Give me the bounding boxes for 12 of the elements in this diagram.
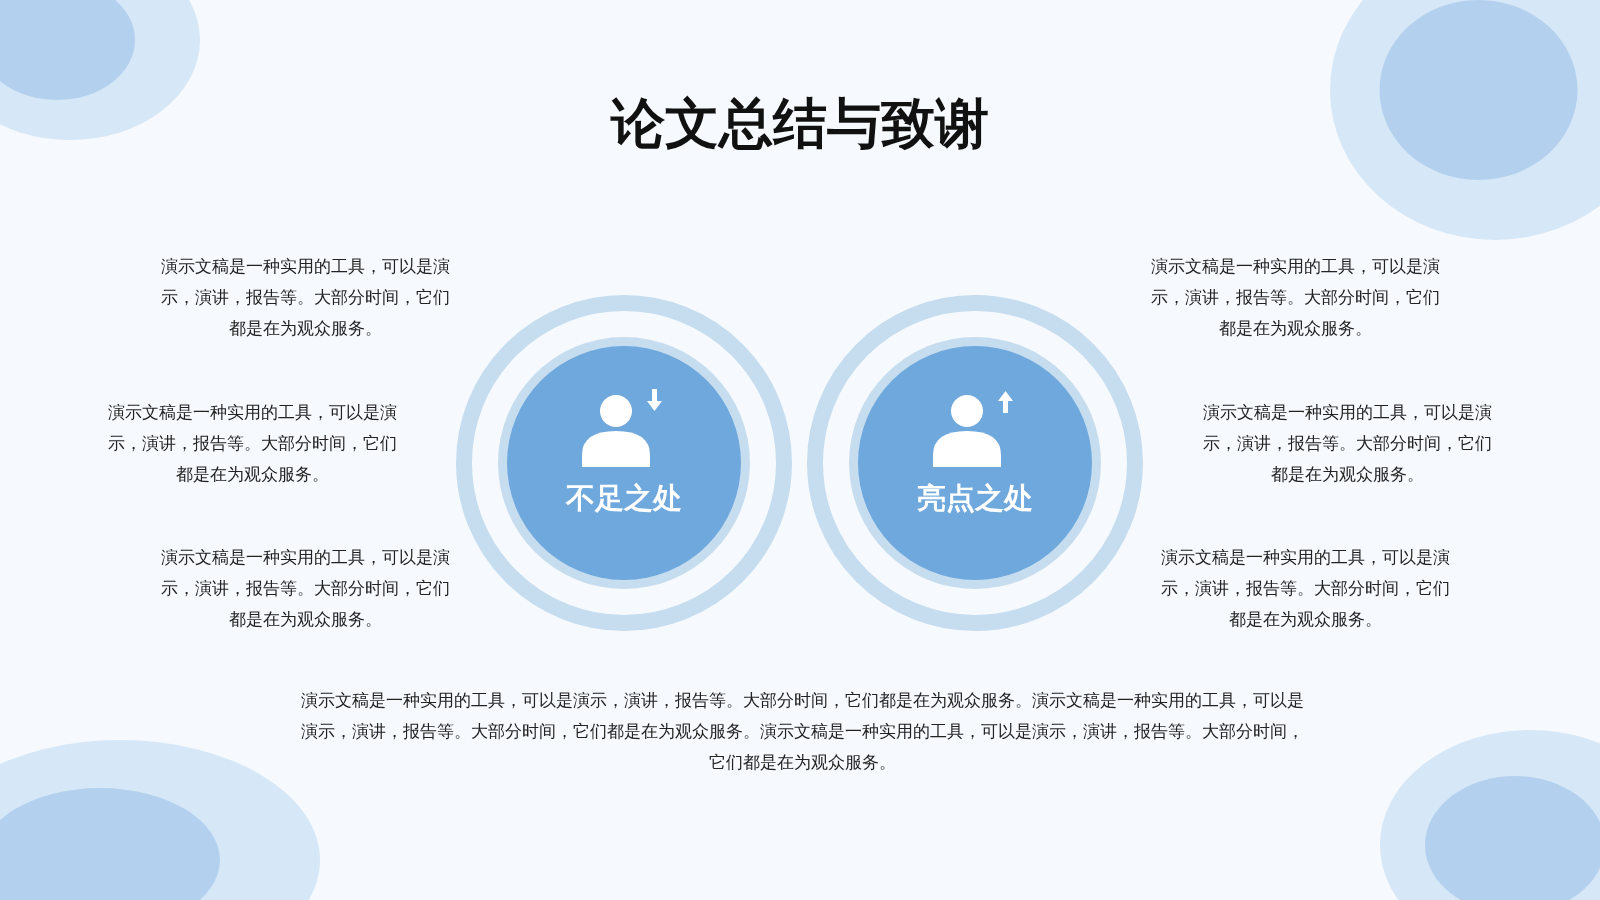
slide-title: 论文总结与致谢 [609, 91, 990, 157]
body-text: 演示文稿是一种实用的工具，可以是演示，演讲，报告等。大部分时间，它们都是在为观众服务。 [160, 255, 450, 340]
body-text: 演示文稿是一种实用的工具，可以是演示，演讲，报告等。大部分时间，它们都是在为观众服务。 [1150, 255, 1440, 340]
body-text: 演示文稿是一种实用的工具，可以是演示，演讲，报告等。大部分时间，它们都是在为观众服务。 [1202, 401, 1492, 486]
circle-badge [456, 295, 792, 631]
body-text: 演示文稿是一种实用的工具，可以是演示，演讲，报告等。大部分时间，它们都是在为观众服务。 [1160, 546, 1450, 631]
body-text: 演示文稿是一种实用的工具，可以是演示，演讲，报告等。大部分时间，它们都是在为观众服务。 [160, 546, 450, 631]
body-text: 演示文稿是一种实用的工具，可以是演示，演讲，报告等。大部分时间，它们都是在为观众服务。 [107, 401, 397, 486]
badge-label: 亮点之处 [916, 480, 1034, 517]
circle-badge [807, 295, 1143, 631]
body-text: 演示文稿是一种实用的工具，可以是演示，演讲，报告等。大部分时间，它们都是在为观众服务。演示文稿是一种实用的工具，可以是演示，演讲，报告等。大部分时间，它们都是在为观众服务。演示文稿是一种实用的工具，可以是演示，演讲，报告等。大部分时间，它们都是在为观众服务。 [299, 689, 1305, 774]
badge-label: 不足之处 [564, 480, 683, 517]
